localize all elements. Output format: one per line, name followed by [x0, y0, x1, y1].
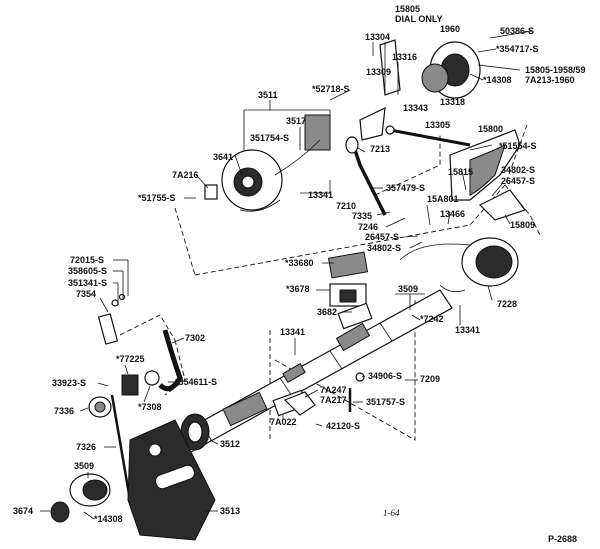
label-15805-1958: 15805-1958/59	[525, 65, 586, 75]
label-13304: 13304	[365, 32, 390, 42]
label-13318: 13318	[440, 97, 465, 107]
label-7a213: 7A213-1960	[525, 75, 575, 85]
label-13316: 13316	[392, 52, 417, 62]
leader-lines	[40, 30, 533, 520]
label-15800: 15800	[478, 124, 503, 134]
label-42120: 42120-S	[326, 421, 360, 431]
part-3682-collar	[337, 302, 373, 330]
label-7308: *7308	[138, 402, 162, 412]
part-3511-assembly	[221, 114, 331, 212]
part-77225-spring	[121, 370, 160, 396]
label-3678: *3678	[286, 284, 310, 294]
label-dial-only: DIAL ONLY	[395, 14, 443, 24]
part-7336-bushing	[88, 396, 112, 418]
label-13341-top: 13341	[308, 190, 333, 200]
label-34906: 34906-S	[368, 371, 402, 381]
part-7a216-bracket	[204, 184, 218, 200]
label-72015: 72015-S	[70, 255, 104, 265]
label-7246: 7246	[358, 222, 378, 232]
label-7209: 7209	[420, 374, 440, 384]
label-3641: 3641	[213, 152, 233, 162]
label-7210: 7210	[336, 201, 356, 211]
label-15809: 15809	[510, 220, 535, 230]
plate-number: P-2688	[548, 534, 577, 544]
label-52718: *52718-S	[312, 84, 350, 94]
label-14308-top: *14308	[483, 75, 512, 85]
label-7326: 7326	[76, 442, 96, 452]
label-34802-a: 34802-S	[501, 165, 535, 175]
part-3512-seal	[180, 413, 210, 451]
label-13305: 13305	[425, 120, 450, 130]
label-3674: 3674	[13, 506, 33, 516]
label-15a801: 15A801	[427, 194, 459, 204]
label-7336: 7336	[54, 406, 74, 416]
label-13466: 13466	[440, 209, 465, 219]
label-13343: 13343	[403, 103, 428, 113]
page-number: 1-64	[383, 508, 400, 518]
label-3512: 3512	[220, 439, 240, 449]
part-15805-dial	[359, 39, 481, 141]
label-3509-low: 3509	[74, 461, 94, 471]
label-3511: 3511	[258, 90, 278, 100]
label-77225: *77225	[116, 354, 145, 364]
label-7213: 7213	[370, 144, 390, 154]
label-7354: 7354	[76, 289, 96, 299]
label-351754: 351754-S	[250, 133, 289, 143]
label-7335: 7335	[352, 211, 372, 221]
label-7a217: 7A217	[320, 395, 347, 405]
label-7228: 7228	[497, 299, 517, 309]
label-351757: 351757-S	[366, 397, 405, 407]
label-14308-low: *14308	[94, 514, 123, 524]
label-13341-low: 13341	[280, 327, 305, 337]
label-354611: *354611-S	[175, 377, 217, 387]
label-357479: 357479-S	[386, 183, 425, 193]
label-50386: 50386-S	[500, 26, 534, 36]
label-51755: *51755-S	[138, 193, 176, 203]
label-3509-mid: 3509	[398, 284, 418, 294]
label-7a247: 7A247	[320, 385, 347, 395]
part-13305-rod	[385, 125, 471, 147]
label-351341: 351341-S	[68, 278, 107, 288]
part-labels: 15805 DIAL ONLY 1960 50386-S *354717-S *…	[13, 4, 586, 544]
label-358605: 358605-S	[68, 266, 107, 276]
label-15805-dial: 15805	[395, 4, 420, 14]
label-3517: 3517	[286, 116, 306, 126]
label-33923: 33923-S	[52, 378, 86, 388]
label-354717: *354717-S	[496, 44, 539, 54]
label-33680: *33680	[285, 258, 314, 268]
part-34906-nut	[355, 372, 365, 382]
label-7a216: 7A216	[172, 170, 199, 180]
label-15815: 15815	[448, 167, 473, 177]
part-3678-block	[329, 283, 367, 307]
label-51554: *51554-S	[499, 141, 537, 151]
part-7a247-bracket	[283, 391, 316, 416]
label-3513: 3513	[220, 506, 240, 516]
label-7a022: 7A022	[270, 417, 297, 427]
label-26457-b: 26457-S	[365, 232, 399, 242]
part-7326-rod	[110, 394, 132, 501]
label-26457-a: 26457-S	[501, 176, 535, 186]
part-15800-bracket	[449, 129, 526, 221]
label-7302: 7302	[185, 333, 205, 343]
part-7210-lever	[345, 136, 387, 216]
part-3513-plate	[127, 419, 216, 541]
label-3682: 3682	[317, 307, 337, 317]
label-13309: 13309	[366, 67, 391, 77]
label-1960: 1960	[440, 24, 460, 34]
label-13341-mid: 13341	[455, 325, 480, 335]
part-3509-bearing	[50, 473, 111, 523]
label-34802-b: 34802-S	[367, 243, 401, 253]
part-7302-lever	[158, 329, 183, 392]
part-33680-plate	[327, 251, 369, 279]
label-7242: *7242	[420, 314, 444, 324]
part-7228-housing	[399, 237, 519, 293]
